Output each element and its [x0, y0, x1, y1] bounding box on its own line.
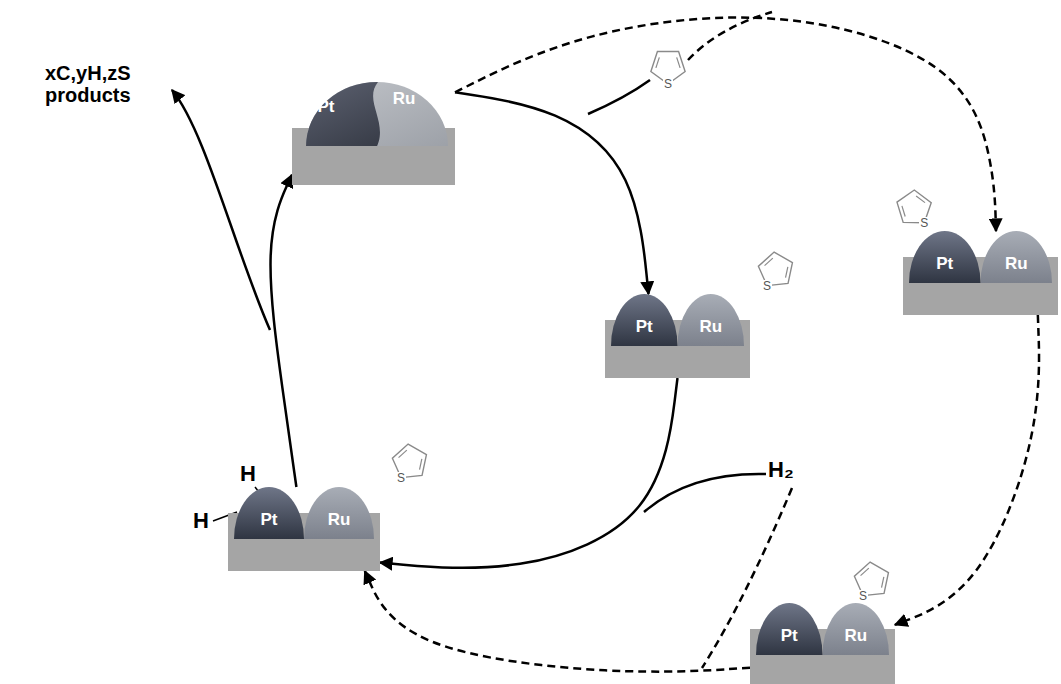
metal-label: Pt [781, 627, 798, 644]
catalyst-particle: Pt Ru [750, 603, 895, 684]
ru-dome [823, 603, 890, 655]
sulfur-atom: S [396, 472, 406, 484]
particle-drawing [292, 82, 455, 185]
ru-dome [304, 487, 374, 539]
double-bond [916, 196, 925, 203]
pt-dome [611, 294, 678, 346]
species-label: H₂ [768, 458, 794, 482]
cycle-arrow [455, 92, 649, 294]
metal-label: Ru [1005, 255, 1028, 272]
sulfur-atom: S [919, 217, 929, 229]
pt-dome [756, 603, 823, 655]
catalyst-particle: Pt Ru [292, 82, 455, 185]
alternative-route-arrow [895, 315, 1039, 625]
sulfur-atom: S [762, 280, 772, 292]
metal-label: Pt [318, 98, 335, 115]
cycle-arrow [380, 378, 678, 568]
double-bond [399, 450, 407, 457]
product-label: xC,yH,zS products [45, 62, 160, 106]
metal-label: Ru [393, 90, 416, 107]
particle-drawing [903, 231, 1058, 315]
pt-region [306, 82, 448, 146]
ru-dome [678, 294, 745, 346]
hydrogen-feed-line [644, 474, 766, 512]
pt-dome [909, 231, 981, 283]
catalyst-particle: Pt Ru [903, 231, 1058, 315]
metal-label: Ru [699, 318, 722, 335]
cycle-arrow [271, 175, 297, 487]
double-bond [656, 57, 659, 68]
double-bond [882, 577, 884, 588]
particle-drawing [750, 603, 895, 684]
metal-label: Pt [636, 318, 653, 335]
particle-drawing [228, 487, 380, 571]
metal-label: Pt [936, 255, 953, 272]
double-bond [765, 258, 773, 265]
double-bond [902, 206, 905, 217]
alternative-route-arrow [455, 18, 996, 231]
sulfur-atom: S [663, 78, 673, 90]
species-label: H [240, 462, 256, 486]
alternative-route-arrow [365, 571, 750, 672]
products-arrow [172, 90, 270, 330]
metal-label: Ru [844, 627, 867, 644]
double-bond [677, 57, 680, 68]
metal-label: Pt [261, 511, 278, 528]
particle-drawing [605, 294, 750, 378]
ru-dome [981, 231, 1053, 283]
ru-region [306, 82, 448, 146]
double-bond [786, 267, 788, 278]
double-bond [420, 459, 422, 470]
metal-label: Ru [328, 511, 351, 528]
species-label: H [193, 509, 209, 533]
catalyst-particle: Pt Ru [228, 487, 380, 571]
double-bond [861, 568, 869, 575]
sulfur-atom: S [858, 590, 868, 602]
pt-dome [234, 487, 304, 539]
catalyst-particle: Pt Ru [605, 294, 750, 378]
thiophene-feed-line [588, 80, 650, 114]
